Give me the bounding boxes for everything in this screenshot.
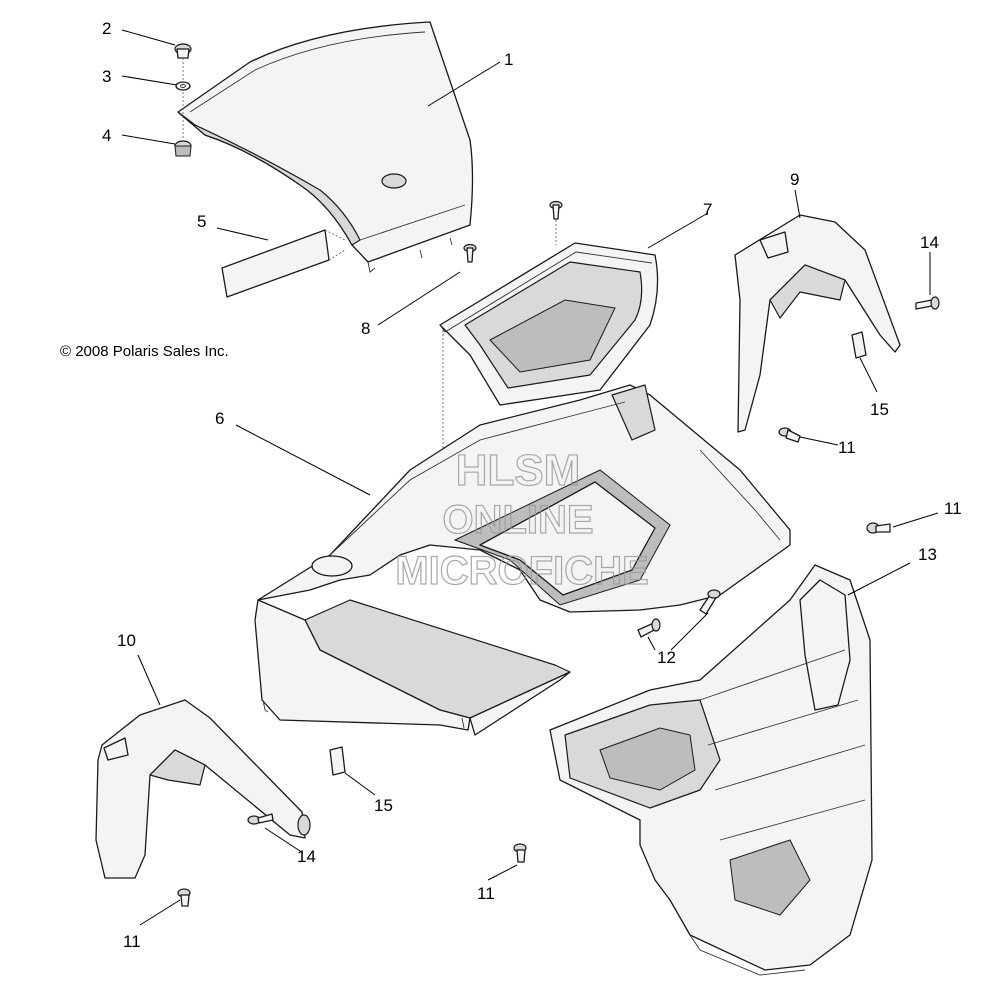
callout-4: 4 <box>102 126 111 145</box>
part-15-clip-b <box>329 746 346 776</box>
part-1-storage-lid <box>177 21 474 273</box>
part-4-grommet <box>174 140 192 157</box>
watermark-line-2: ONLINE <box>442 498 593 542</box>
callout-11d: 11 <box>123 932 141 951</box>
part-8-screw-a <box>549 200 563 220</box>
callout-8: 8 <box>361 319 370 338</box>
callout-11c: 11 <box>477 884 495 903</box>
part-11-rivet-d <box>177 888 191 907</box>
part-3-washer <box>175 81 191 91</box>
part-11-rivet-a <box>778 427 801 443</box>
callout-2: 2 <box>102 19 111 38</box>
callout-labels: 2 3 4 1 5 6 7 8 9 14 15 11 11 13 12 10 1… <box>102 19 962 951</box>
part-11-rivet-c <box>513 843 527 863</box>
part-10-left-fender <box>95 699 311 879</box>
part-12-screw-a <box>637 618 661 638</box>
part-15-clip-a <box>851 331 867 359</box>
part-6-front-hood <box>254 384 791 736</box>
callout-1: 1 <box>504 50 513 69</box>
part-13-front-bumper <box>549 564 873 976</box>
part-7-storage-tub <box>439 242 659 406</box>
watermark-line-1: HLSM <box>456 446 581 495</box>
callout-9: 9 <box>790 170 799 189</box>
callout-12: 12 <box>657 648 676 667</box>
watermark: HLSM ONLINE MICROFICHE <box>395 445 650 593</box>
part-11-rivet-b <box>866 522 891 534</box>
copyright-text: © 2008 Polaris Sales Inc. <box>60 343 229 360</box>
callout-10: 10 <box>117 631 136 650</box>
callout-3: 3 <box>102 67 111 86</box>
part-14-bolt-a <box>915 296 940 310</box>
part-2-rivet <box>174 43 192 59</box>
callout-11b: 11 <box>944 499 962 518</box>
callout-14a: 14 <box>920 233 939 252</box>
part-8-screw-b <box>463 243 477 263</box>
part-9-right-fender <box>734 214 901 433</box>
callout-15a: 15 <box>870 400 889 419</box>
part-12-screw-b <box>699 589 721 615</box>
watermark-line-3: MICROFICHE <box>395 549 648 593</box>
callout-7: 7 <box>703 200 712 219</box>
leader-lines <box>121 29 939 926</box>
callout-14b: 14 <box>297 847 316 866</box>
part-14-bolt-b <box>247 813 274 825</box>
callout-5: 5 <box>197 212 206 231</box>
callout-6: 6 <box>215 409 224 428</box>
callout-11a: 11 <box>838 438 856 457</box>
part-5-decal <box>221 229 346 298</box>
callout-13: 13 <box>918 545 937 564</box>
callout-15b: 15 <box>374 796 393 815</box>
